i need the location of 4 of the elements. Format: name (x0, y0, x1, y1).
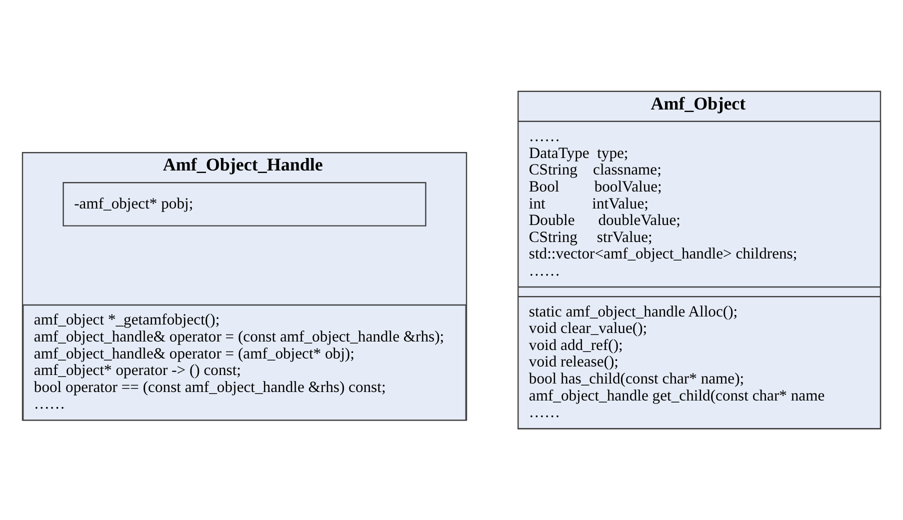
node-box: …… DataType type; CString classname; Bool boolValue; int intValue; Double doubleValue; CString strValue; std::vector<amf_object_handle> childrens; …… (518, 120, 882, 288)
node-box: -amf_object* pobj; (62, 182, 426, 226)
node-box: static amf_object_handle Alloc(); void clear_value(); void add_ref(); void release(); bool has_child(const char* name); amf_object_handle get_child(const char* name …… (518, 296, 882, 430)
node-box: amf_object *_getamfobject(); amf_object_handle& operator = (const amf_object_handle &rhs); amf_object_handle& operator = (amf_object* obj); amf_object* operator -> () const; bool operator == (const amf_object_handle &rhs) const; …… (22, 304, 466, 421)
